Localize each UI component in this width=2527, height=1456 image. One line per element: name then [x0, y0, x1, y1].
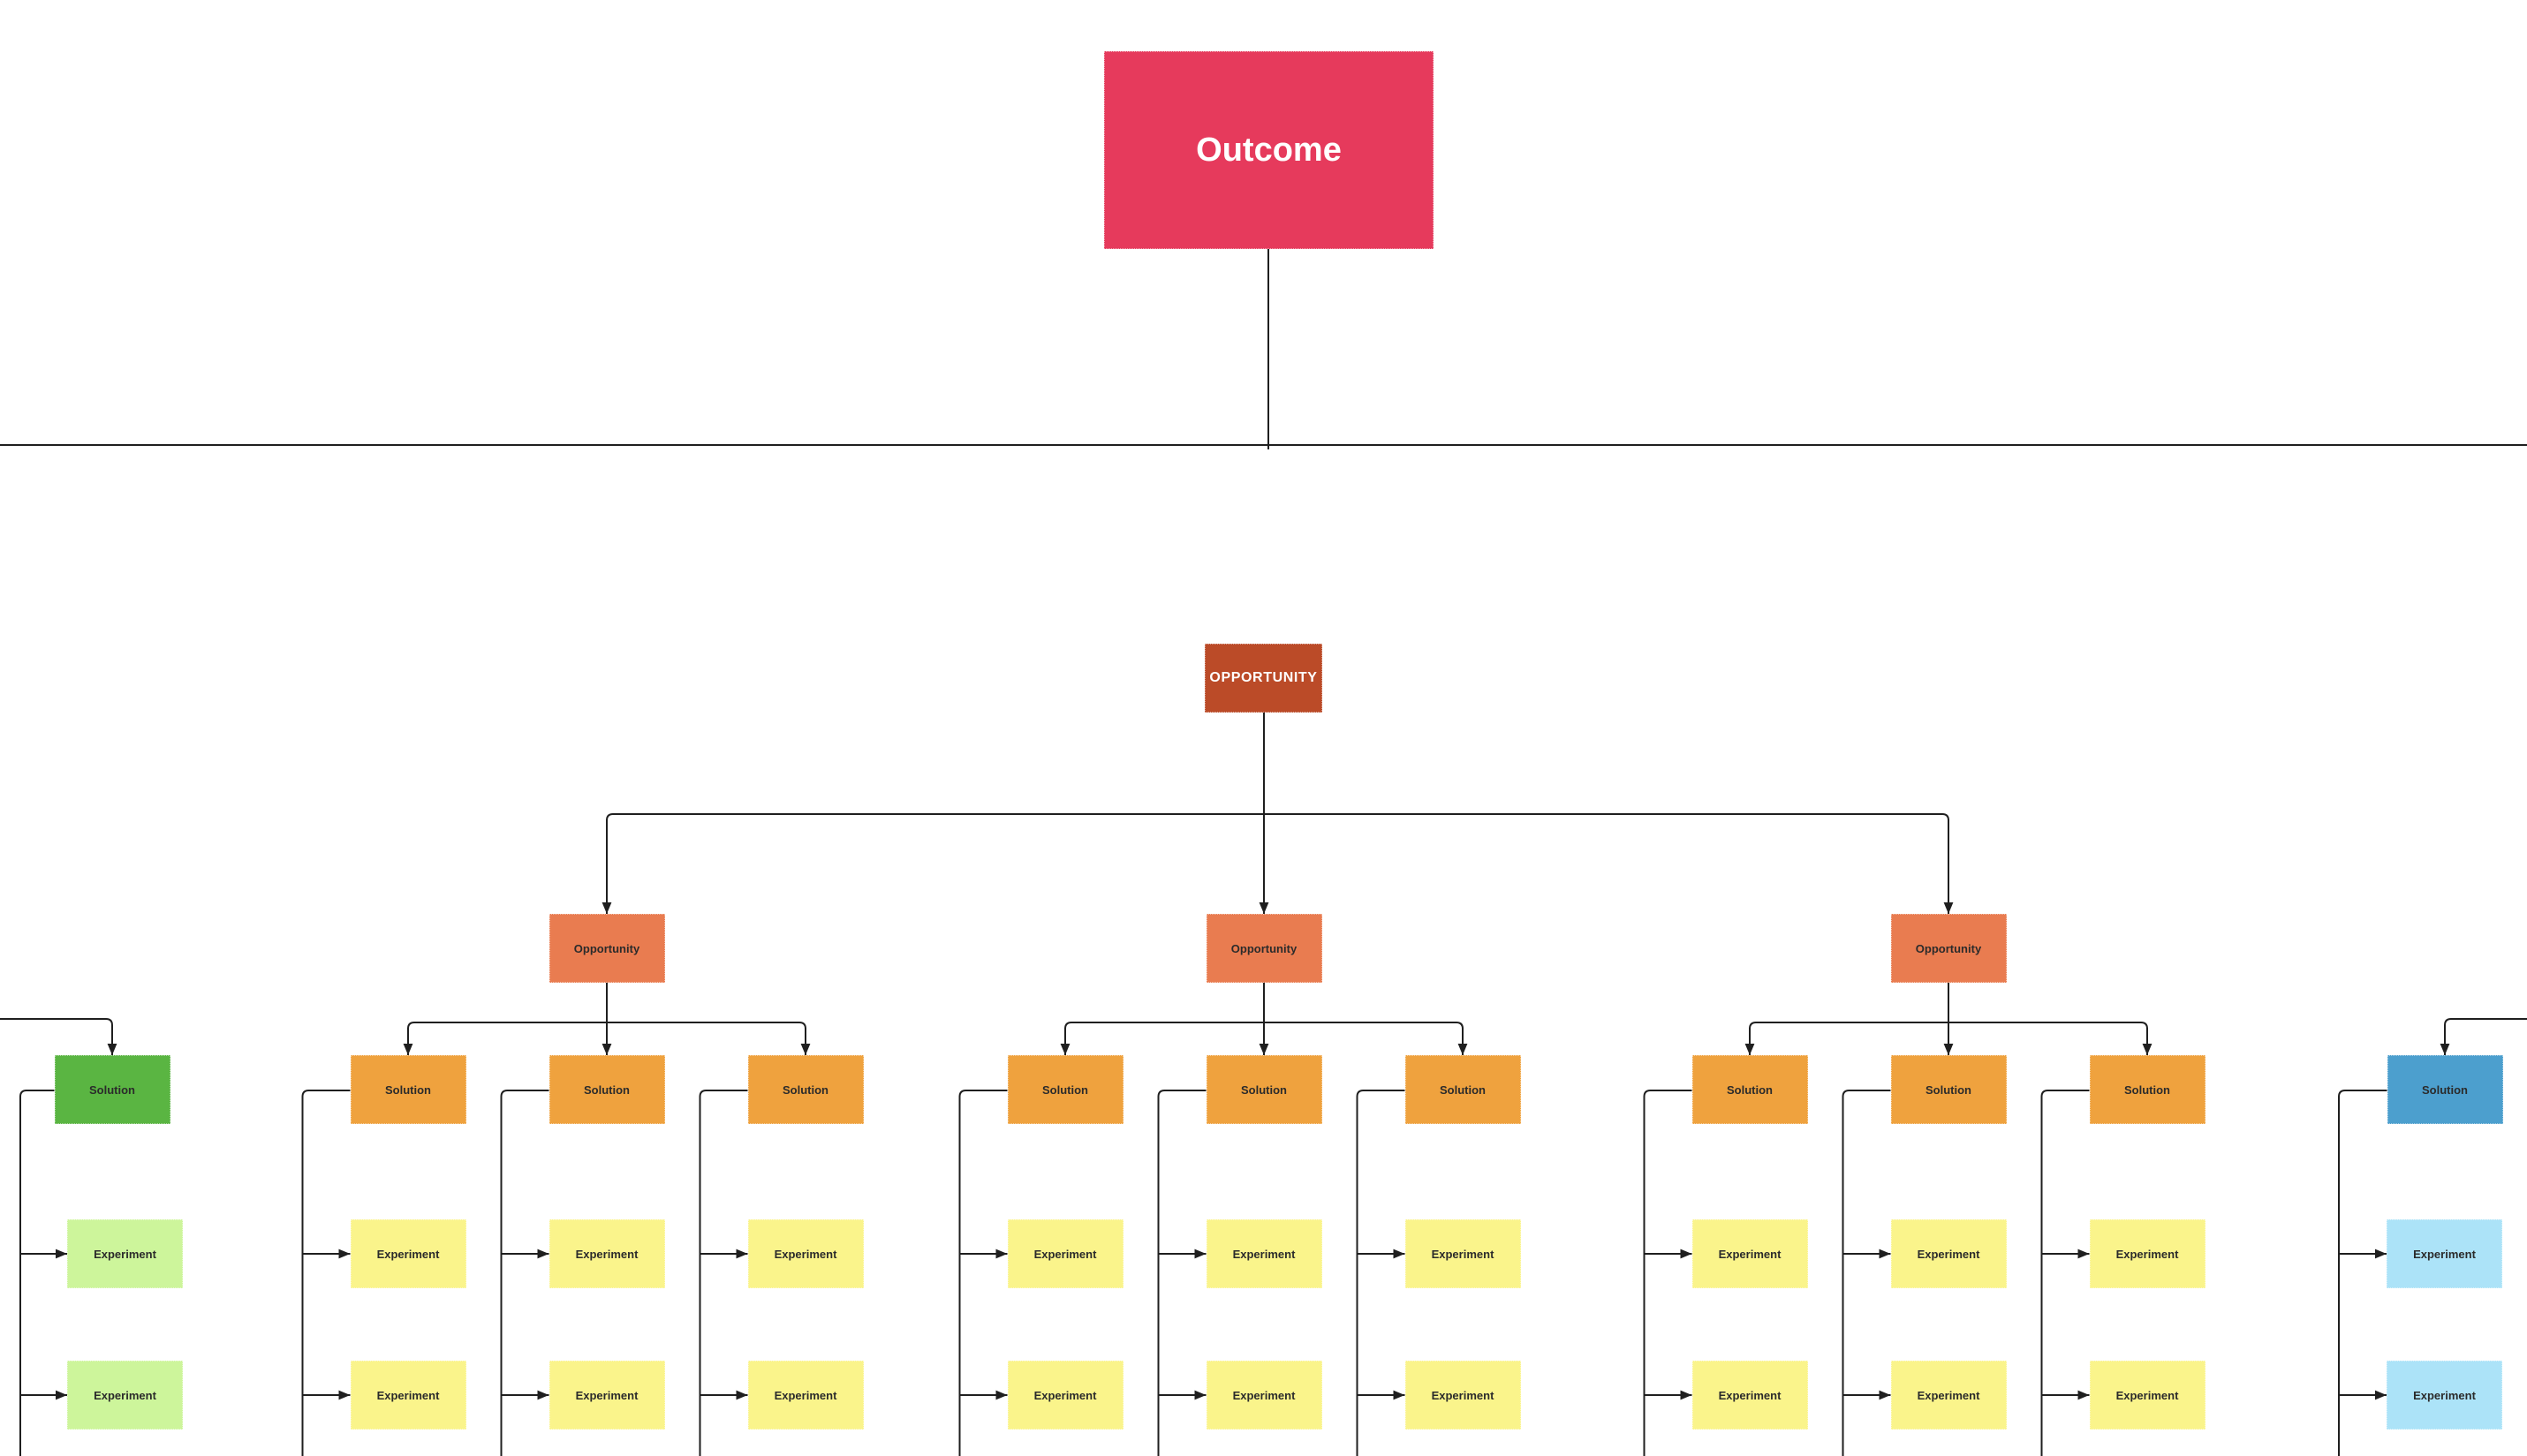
opportunity-header-node[interactable]: OPPORTUNITY — [1205, 644, 1322, 713]
solution-node[interactable]: Solution — [54, 1055, 170, 1124]
experiment-node-label: Experiment — [575, 1247, 639, 1261]
solution-node-label: Solution — [584, 1083, 630, 1097]
experiment-trunk-line — [301, 1090, 351, 1456]
experiment-node[interactable]: Experiment — [2387, 1361, 2502, 1430]
experiment-node[interactable]: Experiment — [1890, 1361, 2007, 1430]
opportunity-node-label: Opportunity — [1230, 941, 1298, 955]
solution-node[interactable]: Solution — [2089, 1055, 2205, 1124]
solution-node-label: Solution — [1926, 1083, 1971, 1097]
experiment-node[interactable]: Experiment — [747, 1219, 864, 1288]
experiment-node-label: Experiment — [1033, 1247, 1097, 1261]
experiment-node-label: Experiment — [774, 1388, 837, 1402]
solution-node[interactable]: Solution — [350, 1055, 466, 1124]
solution-node[interactable]: Solution — [549, 1055, 665, 1124]
outcome-label: Outcome — [1196, 131, 1342, 169]
right-edge-connector-arrow — [2440, 1018, 2527, 1055]
experiment-node[interactable]: Experiment — [67, 1219, 183, 1288]
experiment-node-label: Experiment — [2413, 1247, 2476, 1261]
experiment-node-label: Experiment — [1033, 1388, 1097, 1402]
opportunity-header-label: OPPORTUNITY — [1209, 670, 1318, 685]
experiment-node[interactable]: Experiment — [549, 1219, 665, 1288]
solution-node-label: Solution — [1727, 1083, 1773, 1097]
experiment-trunk-line — [2040, 1090, 2090, 1456]
experiment-node[interactable]: Experiment — [2387, 1219, 2502, 1288]
experiment-trunk-line — [1643, 1090, 1692, 1456]
experiment-node-label: Experiment — [1431, 1247, 1494, 1261]
experiment-node[interactable]: Experiment — [549, 1361, 665, 1430]
solution-branch-line — [1749, 1022, 2148, 1030]
experiment-node-label: Experiment — [1917, 1247, 1980, 1261]
opportunity-node[interactable]: Opportunity — [1890, 914, 2007, 983]
left-edge-connector-arrow — [0, 1018, 117, 1055]
experiment-node-label: Experiment — [2115, 1388, 2179, 1402]
experiment-trunk-line — [19, 1090, 55, 1456]
opportunity-node[interactable]: Opportunity — [549, 914, 665, 983]
experiment-trunk-line — [1157, 1090, 1207, 1456]
solution-branch-line — [1064, 1022, 1464, 1030]
solution-node-label: Solution — [89, 1083, 135, 1097]
experiment-node[interactable]: Experiment — [1206, 1219, 1322, 1288]
experiment-node-label: Experiment — [1232, 1388, 1296, 1402]
opportunity-node-label: Opportunity — [1915, 941, 1982, 955]
experiment-node-label: Experiment — [1718, 1247, 1782, 1261]
solution-node-label: Solution — [385, 1083, 431, 1097]
experiment-node[interactable]: Experiment — [1007, 1219, 1124, 1288]
experiment-node-label: Experiment — [376, 1247, 440, 1261]
solution-node-label: Solution — [2422, 1083, 2468, 1097]
solution-node[interactable]: Solution — [747, 1055, 864, 1124]
experiment-node[interactable]: Experiment — [2089, 1219, 2205, 1288]
experiment-node[interactable]: Experiment — [1691, 1219, 1808, 1288]
solution-node-label: Solution — [2124, 1083, 2170, 1097]
experiment-node[interactable]: Experiment — [67, 1361, 183, 1430]
solution-node-label: Solution — [1440, 1083, 1486, 1097]
experiment-trunk-line — [958, 1090, 1008, 1456]
opportunity-node[interactable]: Opportunity — [1206, 914, 1322, 983]
experiment-node[interactable]: Experiment — [1691, 1361, 1808, 1430]
experiment-trunk-line — [2338, 1090, 2387, 1456]
experiment-node[interactable]: Experiment — [1890, 1219, 2007, 1288]
solution-node-label: Solution — [783, 1083, 828, 1097]
experiment-node[interactable]: Experiment — [350, 1361, 466, 1430]
experiment-trunk-line — [1356, 1090, 1405, 1456]
experiment-node-label: Experiment — [376, 1388, 440, 1402]
experiment-node-label: Experiment — [94, 1247, 156, 1261]
solution-node[interactable]: Solution — [1404, 1055, 1521, 1124]
solution-node[interactable]: Solution — [1206, 1055, 1322, 1124]
experiment-node[interactable]: Experiment — [1404, 1219, 1521, 1288]
experiment-node-label: Experiment — [2115, 1247, 2179, 1261]
solution-node[interactable]: Solution — [1007, 1055, 1124, 1124]
experiment-node-label: Experiment — [1232, 1247, 1296, 1261]
experiment-node-label: Experiment — [1718, 1388, 1782, 1402]
solution-node-label: Solution — [1042, 1083, 1088, 1097]
opportunity-branch-line — [606, 813, 1949, 821]
solution-node[interactable]: Solution — [1691, 1055, 1808, 1124]
solution-node[interactable]: Solution — [1890, 1055, 2007, 1124]
opportunity-node-label: Opportunity — [573, 941, 640, 955]
experiment-node[interactable]: Experiment — [1007, 1361, 1124, 1430]
experiment-trunk-line — [699, 1090, 748, 1456]
outcome-node[interactable]: Outcome — [1104, 51, 1434, 249]
experiment-trunk-line — [1842, 1090, 1891, 1456]
experiment-node-label: Experiment — [1431, 1388, 1494, 1402]
experiment-node-label: Experiment — [575, 1388, 639, 1402]
experiment-node[interactable]: Experiment — [1206, 1361, 1322, 1430]
solution-branch-line — [407, 1022, 806, 1030]
experiment-node-label: Experiment — [2413, 1388, 2476, 1402]
solution-node-label: Solution — [1241, 1083, 1287, 1097]
experiment-node-label: Experiment — [1917, 1388, 1980, 1402]
experiment-node-label: Experiment — [94, 1388, 156, 1402]
experiment-node[interactable]: Experiment — [2089, 1361, 2205, 1430]
experiment-node[interactable]: Experiment — [350, 1219, 466, 1288]
experiment-node[interactable]: Experiment — [1404, 1361, 1521, 1430]
solution-node[interactable]: Solution — [2387, 1055, 2503, 1124]
experiment-node[interactable]: Experiment — [747, 1361, 864, 1430]
experiment-trunk-line — [500, 1090, 549, 1456]
experiment-node-label: Experiment — [774, 1247, 837, 1261]
